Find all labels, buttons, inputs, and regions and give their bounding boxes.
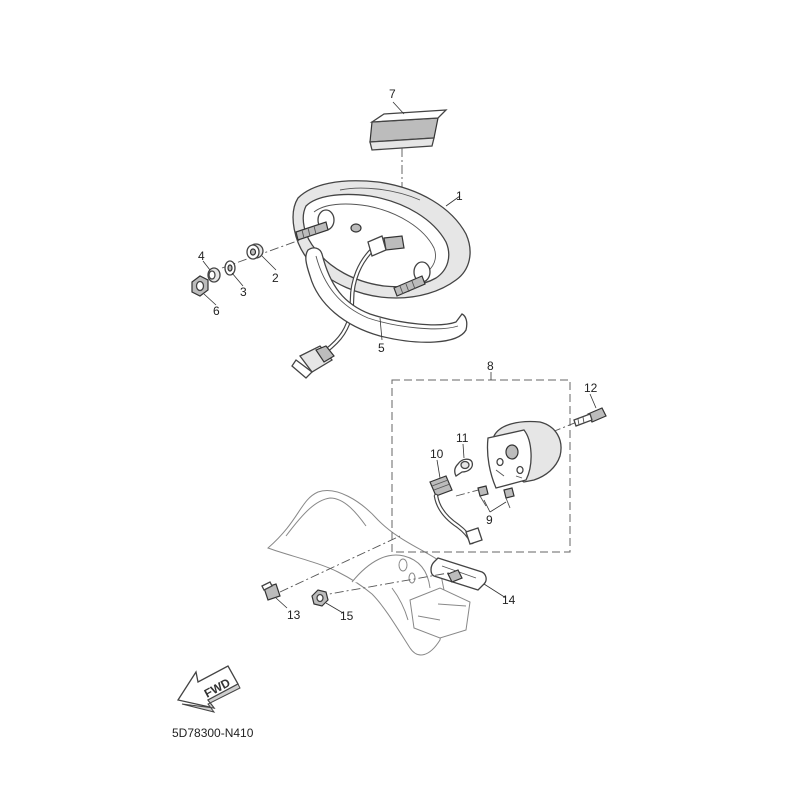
part-14-lens[interactable]: [430, 557, 487, 591]
part-5-wire-harness[interactable]: [291, 235, 387, 379]
axis-line-13: [279, 535, 401, 593]
callout-14: 14: [502, 593, 516, 607]
part-9-screw-a[interactable]: [477, 485, 489, 507]
callout-13: 13: [287, 608, 301, 622]
callout-1: 1: [456, 189, 463, 203]
license-light-housing: [486, 420, 562, 489]
part-8-group-box: [391, 379, 571, 553]
part-6-nut[interactable]: [191, 275, 209, 297]
callout-6: 6: [213, 304, 220, 318]
part-4-washer[interactable]: [207, 267, 221, 283]
callout-12: 12: [584, 381, 598, 395]
callout-10: 10: [430, 447, 444, 461]
callout-3: 3: [240, 285, 247, 299]
tail-light-stud-upper: [295, 221, 329, 241]
diagram-code: 5D78300-N410: [172, 726, 254, 740]
part-3-washer[interactable]: [224, 260, 236, 276]
tail-light-stud-lower: [393, 275, 426, 297]
part-7-pad[interactable]: [369, 109, 448, 151]
part-9-screw-b[interactable]: [503, 487, 515, 509]
callout-15: 15: [340, 609, 354, 623]
callout-4: 4: [198, 249, 205, 263]
callout-labels: 7 1 2 3 4 5 6 8 12 11 10 9 13 15 14: [198, 87, 598, 623]
part-11-bulb[interactable]: [454, 458, 474, 477]
callout-7: 7: [389, 87, 396, 101]
callout-9: 9: [486, 513, 493, 527]
callout-2: 2: [272, 271, 279, 285]
part-13-clip[interactable]: [261, 581, 281, 601]
callout-8: 8: [487, 359, 494, 373]
leader-lines: [202, 101, 597, 614]
part-12-screw[interactable]: [573, 407, 607, 427]
fwd-arrow-icon: FWD: [176, 665, 241, 713]
callout-11: 11: [456, 431, 469, 445]
part-15-nut[interactable]: [311, 589, 329, 607]
callout-5: 5: [378, 341, 385, 355]
part-10-socket[interactable]: [429, 475, 483, 545]
part-5-bracket: [305, 247, 468, 343]
part-2-collar[interactable]: [246, 243, 264, 260]
axis-line-15: [317, 571, 455, 597]
